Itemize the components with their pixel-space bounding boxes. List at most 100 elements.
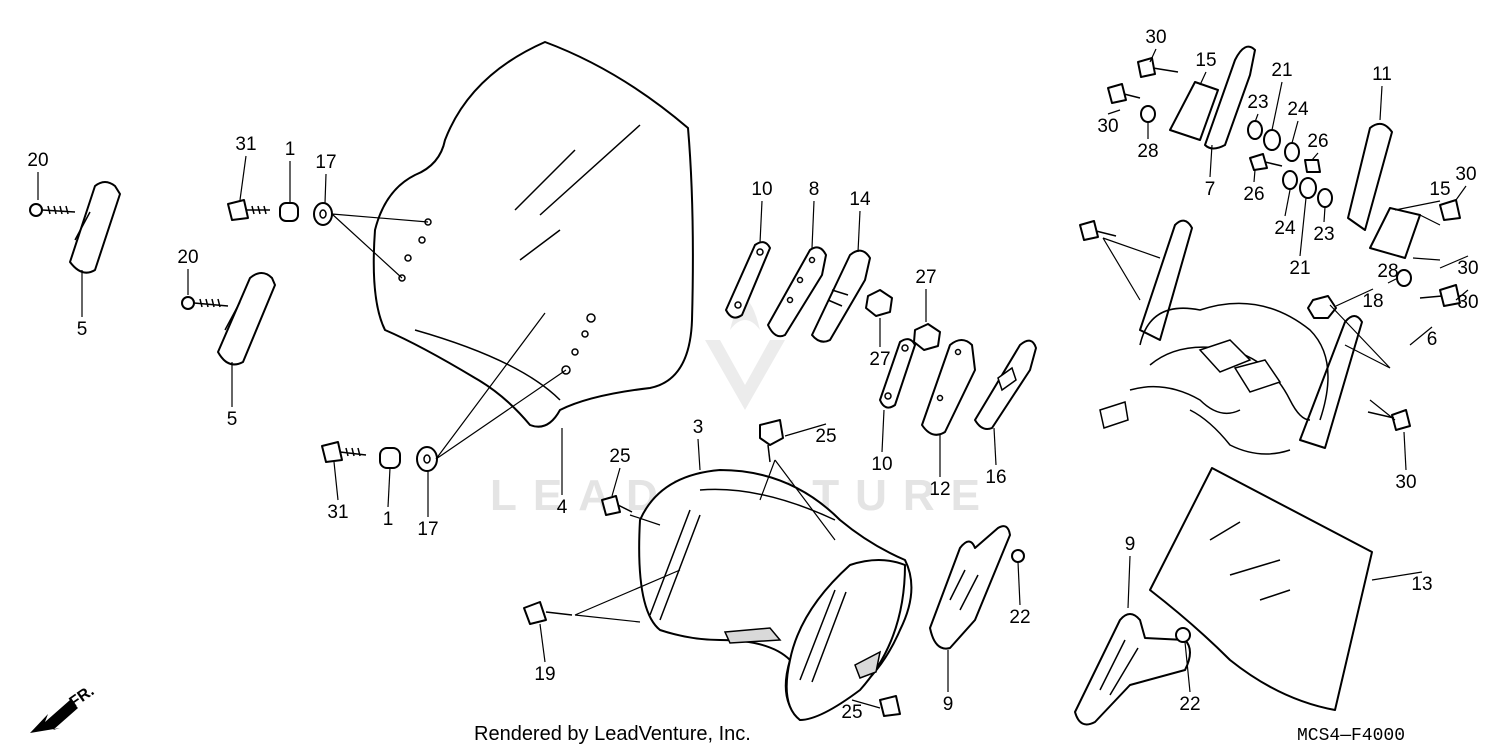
callout-30: 30	[1395, 472, 1416, 493]
washer-21-b	[1299, 177, 1317, 199]
callout-leader-25	[1017, 561, 1021, 606]
callout-leader-28	[1371, 571, 1423, 581]
callout-26: 26	[1307, 131, 1328, 152]
callout-25: 25	[841, 702, 862, 723]
callout-5: 5	[77, 319, 88, 340]
grommet-1-upper	[279, 202, 299, 222]
screw-upper	[29, 203, 76, 217]
callout-26: 26	[1243, 184, 1264, 205]
bracket-12	[921, 339, 976, 436]
callout-27: 27	[915, 267, 936, 288]
callout-30: 30	[1097, 116, 1118, 137]
callout-leader-45	[1439, 255, 1469, 269]
callout-24: 24	[1287, 99, 1309, 120]
callout-23: 23	[1313, 224, 1334, 245]
callout-leader-7	[333, 461, 339, 501]
bracket-8	[767, 246, 827, 338]
callout-leader-33	[1291, 120, 1299, 144]
callout-10: 10	[871, 454, 892, 475]
callout-leader-30	[1199, 71, 1207, 86]
callout-leader-46	[1387, 277, 1399, 284]
callout-leader-16	[881, 409, 885, 453]
washer-24-b	[1282, 170, 1298, 190]
bracket-7	[1204, 45, 1256, 150]
bolt-26-b	[1249, 153, 1283, 171]
direction-arrow: FR.	[30, 683, 97, 733]
bracket-15-lower	[1369, 207, 1421, 259]
bracket-11	[1347, 122, 1393, 231]
callout-leader-23	[851, 699, 881, 709]
bracket-9-upper	[929, 525, 1011, 650]
callout-15: 15	[1195, 50, 1216, 71]
washer-24-a	[1284, 142, 1300, 162]
callout-30: 30	[1455, 164, 1476, 185]
callout-17: 17	[315, 152, 336, 173]
callout-20: 20	[27, 150, 48, 171]
frame-assembly	[1099, 219, 1363, 455]
callout-16: 16	[985, 467, 1006, 488]
end-piece-lower	[217, 272, 276, 366]
end-piece-upper	[69, 181, 121, 274]
callout-leader-43	[1394, 200, 1441, 211]
callout-leader-31	[1271, 81, 1283, 131]
windscreen-13	[1149, 467, 1373, 711]
nut-27-lower	[913, 323, 941, 351]
grommet-18	[1307, 295, 1337, 319]
callout-18: 18	[1362, 291, 1383, 312]
callout-leader-36	[1107, 109, 1121, 115]
callout-leader-42	[1299, 197, 1307, 257]
callout-11: 11	[1372, 64, 1392, 85]
plate-10-lower	[879, 338, 916, 409]
callout-leader-47	[1455, 289, 1469, 301]
screw-lower	[181, 296, 229, 310]
grommet-1-lower	[379, 447, 401, 469]
callout-leader-40	[1284, 189, 1291, 217]
callout-30: 30	[1457, 258, 1478, 279]
callout-1: 1	[383, 509, 394, 530]
inner-cover	[638, 469, 913, 721]
callout-10: 10	[751, 179, 772, 200]
washer-23-b	[1317, 188, 1333, 208]
callout-leader-32	[1254, 113, 1259, 123]
callout-19: 19	[534, 664, 555, 685]
callout-leader-38	[1209, 144, 1213, 178]
callout-leader-26	[1127, 555, 1131, 609]
bolt-30-d	[1439, 199, 1461, 221]
rubber-14	[811, 249, 871, 343]
washer-28-b	[1396, 269, 1412, 287]
callout-23: 23	[1247, 92, 1268, 113]
bolt-30-c	[1079, 220, 1117, 241]
callout-22: 22	[1009, 607, 1030, 628]
callout-6: 6	[1427, 329, 1438, 350]
callout-8: 8	[809, 179, 820, 200]
callout-22: 22	[1179, 694, 1200, 715]
nut-27-upper	[865, 289, 893, 317]
rubber-16	[974, 339, 1037, 430]
callout-leader-12	[811, 200, 815, 249]
callout-20: 20	[177, 247, 198, 268]
callout-31: 31	[235, 134, 256, 155]
washer-28-a	[1140, 105, 1156, 123]
callout-7: 7	[1205, 179, 1216, 200]
callout-15: 15	[1429, 179, 1450, 200]
callout-leader-27	[1184, 641, 1191, 693]
callout-leader-21	[611, 467, 621, 497]
callout-leader-4	[239, 155, 247, 201]
callout-leader-35	[1379, 85, 1383, 121]
windscreen	[372, 41, 694, 428]
bolt-31-lower	[321, 441, 367, 463]
clip-25-bottom	[879, 695, 901, 717]
callout-24: 24	[1274, 218, 1296, 239]
washer-17-upper	[313, 202, 333, 226]
callout-leader-48	[1335, 288, 1374, 307]
bolt-26-a	[1304, 159, 1321, 173]
callout-28: 28	[1137, 141, 1158, 162]
callout-21: 21	[1289, 258, 1310, 279]
callout-9: 9	[1125, 534, 1136, 555]
bracket-9-lower	[1074, 613, 1191, 726]
callout-leader-13	[857, 210, 861, 253]
clip-25-top	[759, 419, 784, 463]
callout-leader-44	[1455, 185, 1467, 201]
